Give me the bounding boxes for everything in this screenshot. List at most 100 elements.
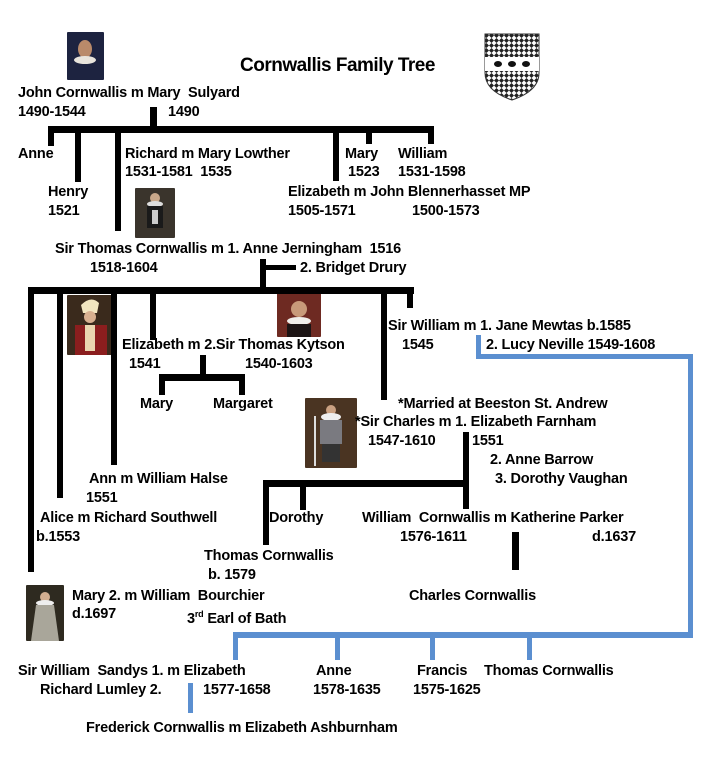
person-mary-kytson: Mary xyxy=(140,396,174,412)
person-william-cornwallis: William Cornwallis m Katherine Parker xyxy=(362,510,624,526)
connector-line xyxy=(48,126,54,146)
person-anne-barrow: 2. Anne Barrow xyxy=(490,452,594,468)
person-dates: 1551 xyxy=(472,433,504,449)
connector-line xyxy=(28,287,414,294)
person-dates: 1551 xyxy=(86,490,118,506)
person-sir-william: Sir William m 1. Jane Mewtas b.1585 xyxy=(388,318,631,334)
person-mary-bourchier: Mary 2. m William Bourchier xyxy=(72,588,265,604)
connector-line xyxy=(263,480,269,545)
person-dates: 1531-1581 1535 xyxy=(125,164,232,180)
connector-line xyxy=(381,287,387,400)
secondary-connector-line xyxy=(688,354,693,638)
married-note: *Married at Beeston St. Andrew xyxy=(398,396,608,412)
person-dates: 1576-1611 xyxy=(400,529,467,545)
person-dates: 1547-1610 xyxy=(368,433,436,449)
john-mary-couple: John Cornwallis m Mary Sulyard xyxy=(18,85,240,101)
person-dorothy-vaughan: 3. Dorothy Vaughan xyxy=(495,471,628,487)
secondary-connector-line xyxy=(527,632,532,660)
secondary-connector-line xyxy=(188,683,193,713)
earl-title: Earl of Bath xyxy=(203,610,287,627)
person-dates: 1521 xyxy=(48,203,80,219)
connector-line xyxy=(111,287,117,465)
person-dates: 1490 xyxy=(168,104,200,120)
person-dates: 1575-1625 xyxy=(413,682,481,698)
connector-line xyxy=(428,126,434,144)
connector-line xyxy=(266,265,296,270)
secondary-connector-line xyxy=(430,632,435,660)
person-margaret: Margaret xyxy=(213,396,273,412)
connector-line xyxy=(150,107,157,127)
person-bridget-drury: 2. Bridget Drury xyxy=(300,260,407,276)
person-ann-halse: Ann m William Halse xyxy=(89,471,228,487)
person-dates: d.1637 xyxy=(592,529,636,545)
person-anne: Anne xyxy=(18,146,54,162)
person-dates: b. 1579 xyxy=(208,567,256,583)
earl-of-bath: 3rd Earl of Bath xyxy=(187,605,286,628)
person-sir-thomas: Sir Thomas Cornwallis m 1. Anne Jerningh… xyxy=(55,241,402,257)
person-francis: Francis xyxy=(417,663,468,679)
connector-line xyxy=(463,432,469,509)
connector-line xyxy=(115,126,121,231)
connector-line xyxy=(300,480,306,510)
person-dates: 1577-1658 xyxy=(203,682,271,698)
connector-line xyxy=(150,287,156,340)
person-dates: 1518-1604 xyxy=(90,260,158,276)
person-anne: Anne xyxy=(316,663,352,679)
connector-line xyxy=(333,126,339,181)
secondary-connector-line xyxy=(233,632,693,638)
person-elizabeth-kytson: Elizabeth m 2.Sir Thomas Kytson xyxy=(122,337,345,353)
connector-line xyxy=(366,126,372,144)
connector-line xyxy=(263,480,469,487)
person-henry: Henry xyxy=(48,184,89,200)
connector-line xyxy=(239,374,245,395)
person-elizabeth: Elizabeth m John Blennerhasset MP xyxy=(288,184,531,200)
connector-line xyxy=(512,532,519,570)
person-thomas-cornwallis-2: Thomas Cornwallis xyxy=(484,663,614,679)
connector-line xyxy=(159,374,245,381)
connector-line xyxy=(407,287,413,308)
person-dates: 1545 xyxy=(402,337,434,353)
person-dates: b.1553 xyxy=(36,529,80,545)
person-dates: d.1697 xyxy=(72,606,116,622)
person-frederick: Frederick Cornwallis m Elizabeth Ashburn… xyxy=(86,720,398,736)
person-sir-charles: *Sir Charles m 1. Elizabeth Farnham xyxy=(355,414,597,430)
person-elizabeth-sandys: Sir William Sandys 1. m Elizabeth xyxy=(18,663,246,679)
connector-line xyxy=(75,126,81,182)
portrait-anne-jerningham xyxy=(67,295,114,355)
earl-ordinal: 3 xyxy=(187,610,195,627)
connector-line xyxy=(48,126,434,133)
person-dates: 1541 xyxy=(129,356,161,372)
person-thomas-cornwallis: Thomas Cornwallis xyxy=(204,548,334,564)
portrait-john-cornwallis xyxy=(67,32,104,80)
connector-line xyxy=(159,374,165,395)
person-mary: Mary xyxy=(345,146,379,162)
portrait-charles-cornwallis xyxy=(305,398,357,468)
portrait-mary-bourchier xyxy=(26,585,64,641)
connector-line xyxy=(57,287,63,498)
connector-line xyxy=(260,259,266,291)
person-william: William xyxy=(398,146,448,162)
person-dates: 1500-1573 xyxy=(412,203,480,219)
person-dates: 1505-1571 xyxy=(288,203,356,219)
coat-of-arms-shield-icon xyxy=(484,33,540,101)
person-richard-lumley: Richard Lumley 2. xyxy=(40,682,162,698)
connector-line xyxy=(28,287,34,572)
person-dorothy: Dorothy xyxy=(269,510,324,526)
connector-line xyxy=(200,355,206,377)
person-alice: Alice m Richard Southwell xyxy=(40,510,218,526)
portrait-thomas-kytson xyxy=(277,293,321,337)
person-richard: Richard m Mary Lowther xyxy=(125,146,290,162)
person-lucy-neville: 2. Lucy Neville 1549-1608 xyxy=(486,337,656,353)
earl-ordinal-suffix: rd xyxy=(194,609,204,619)
secondary-connector-line xyxy=(476,354,693,359)
secondary-connector-line xyxy=(233,632,238,660)
person-dates: 1578-1635 xyxy=(313,682,381,698)
secondary-connector-line xyxy=(476,335,481,358)
person-dates: 1540-1603 xyxy=(245,356,313,372)
person-dates: 1531-1598 xyxy=(398,164,466,180)
person-dates: 1523 xyxy=(348,164,380,180)
person-dates: 1490-1544 xyxy=(18,104,86,120)
secondary-connector-line xyxy=(335,632,340,660)
page-title: Cornwallis Family Tree xyxy=(240,55,435,76)
